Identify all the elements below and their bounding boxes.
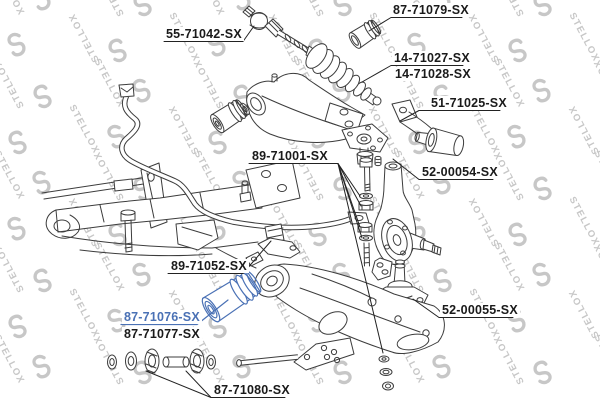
part-label-52-00054-sx[interactable]: 52-00054-SX — [420, 165, 500, 179]
part-label-87-71076-sx-highlighted[interactable]: 87-71076-SX — [122, 310, 202, 324]
upper-ball-joint-drawing — [342, 124, 388, 164]
part-label-14-71028-sx[interactable]: 14-71028-SX — [393, 67, 473, 81]
idler-arm-drawing — [392, 100, 466, 158]
part-label-87-71080-sx[interactable]: 87-71080-SX — [212, 383, 292, 397]
stabilizer-clamp-drawing — [246, 224, 300, 266]
part-label-87-71079-sx[interactable]: 87-71079-SX — [391, 3, 471, 17]
strut-rod-drawing — [108, 349, 299, 373]
part-label-51-71025-sx[interactable]: 51-71025-SX — [429, 96, 509, 110]
part-label-55-71042-sx[interactable]: 55-71042-SX — [164, 27, 244, 41]
pivot-bushing-79-drawing — [347, 18, 383, 51]
tie-rod-drawing — [243, 6, 321, 61]
upper-arm-bushing-drawing — [208, 97, 251, 135]
highlighted-bushing-drawing[interactable] — [199, 268, 264, 324]
part-label-14-71027-sx[interactable]: 14-71027-SX — [392, 51, 472, 65]
lower-control-arm-drawing — [249, 259, 445, 390]
steering-knuckle-drawing — [372, 162, 441, 280]
stabilizer-bar-drawing — [119, 84, 369, 227]
part-label-87-71077-sx[interactable]: 87-71077-SX — [122, 327, 202, 341]
part-label-89-71001-sx[interactable]: 89-71001-SX — [250, 149, 330, 163]
stabilizer-link-hardware-drawing — [358, 156, 381, 266]
part-label-89-71052-sx[interactable]: 89-71052-SX — [169, 259, 249, 273]
part-label-52-00055-sx[interactable]: 52-00055-SX — [440, 303, 520, 317]
